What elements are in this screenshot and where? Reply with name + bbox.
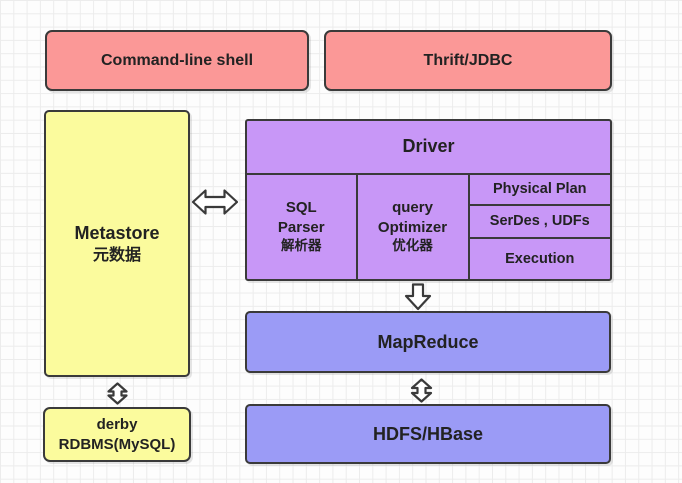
node-label-line2: Optimizer — [377, 218, 448, 236]
down-arrow-icon — [404, 283, 432, 311]
node-driver: Driver SQL Parser 解析器 query Optimizer 优化… — [245, 119, 612, 281]
driver-body: SQL Parser 解析器 query Optimizer 优化器 Physi… — [247, 174, 611, 280]
node-label: HDFS/HBase — [372, 423, 484, 444]
node-mapreduce: MapReduce — [245, 311, 611, 373]
node-label: SerDes , UDFs — [489, 213, 590, 230]
bidirectional-vertical-arrow-icon — [410, 378, 433, 403]
node-metastore: Metastore 元数据 — [44, 110, 190, 377]
node-label-zh: 优化器 — [392, 238, 433, 254]
node-label: Command-line shell — [100, 51, 254, 69]
node-label: Execution — [505, 251, 575, 267]
driver-header: Driver — [247, 121, 610, 175]
node-label: Driver — [402, 136, 455, 157]
node-thrift-jdbc: Thrift/JDBC — [324, 30, 612, 91]
node-sql-parser: SQL Parser 解析器 — [247, 174, 358, 279]
node-derby-rdbms: derby RDBMS(MySQL) — [43, 407, 191, 462]
node-label: Physical Plan — [493, 181, 587, 197]
node-label-line1: query — [392, 199, 433, 217]
node-label-line2: RDBMS(MySQL) — [58, 435, 176, 453]
node-label: Thrift/JDBC — [423, 51, 513, 69]
bidirectional-vertical-arrow-icon — [107, 382, 128, 405]
node-label-zh: 解析器 — [281, 238, 322, 254]
node-label-line2: Parser — [277, 218, 325, 236]
node-physical-plan: Physical Plan — [469, 175, 610, 206]
node-label: MapReduce — [377, 331, 479, 352]
bidirectional-horizontal-arrow-icon — [191, 187, 238, 217]
node-query-optimizer: query Optimizer 优化器 — [358, 174, 470, 279]
node-label-zh: 元数据 — [92, 246, 141, 264]
node-label-en: Metastore — [74, 222, 160, 243]
node-label-line1: SQL — [285, 199, 317, 217]
node-hdfs-hbase: HDFS/HBase — [245, 404, 611, 464]
node-command-line-shell: Command-line shell — [45, 30, 309, 91]
node-execution: Execution — [470, 239, 611, 279]
node-serdes-udfs: SerDes , UDFs — [469, 206, 610, 239]
driver-right-column: Physical Plan SerDes , UDFs Execution — [469, 175, 611, 280]
node-label-line1: derby — [96, 416, 138, 433]
